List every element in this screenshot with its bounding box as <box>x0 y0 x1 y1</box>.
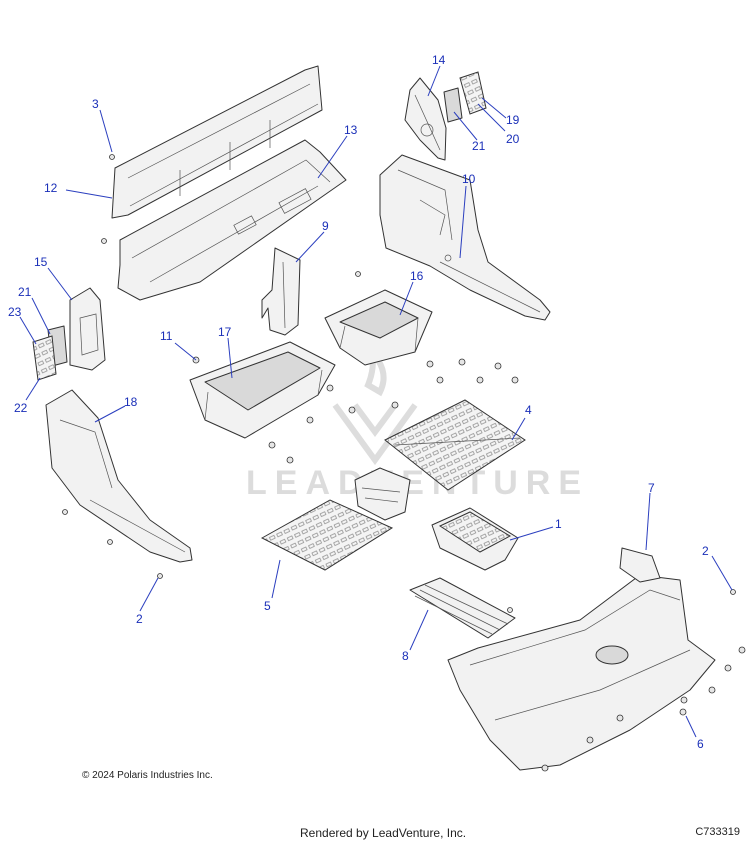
callout-14: 14 <box>432 53 446 67</box>
callout-13: 13 <box>344 123 358 137</box>
part-10-right-side-panel <box>379 154 551 321</box>
part-12-rear-wall-panel <box>111 65 323 219</box>
callout-3: 3 <box>92 97 99 111</box>
part-18-left-side-panel <box>45 389 193 563</box>
part-23-vent-grille-left <box>32 335 57 381</box>
part-14-side-trim-right <box>404 77 447 161</box>
callout-21-left: 21 <box>18 285 32 299</box>
part-5-floor-mat-left <box>260 499 394 571</box>
callout-4: 4 <box>525 403 532 417</box>
callout-19: 19 <box>506 113 520 127</box>
rendered-by-text: Rendered by LeadVenture, Inc. <box>300 826 467 840</box>
part-13-tray-panel <box>117 139 347 301</box>
part-8-support-rails <box>409 577 516 639</box>
callout-6: 6 <box>697 737 704 751</box>
callout-8: 8 <box>402 649 409 663</box>
callout-labels: 1 2 2 3 4 5 6 7 8 9 10 11 12 13 14 15 16… <box>8 53 709 751</box>
callout-21-right: 21 <box>472 139 486 153</box>
callout-20: 20 <box>506 132 520 146</box>
callout-10: 10 <box>462 172 476 186</box>
copyright-text: © 2024 Polaris Industries Inc. <box>82 770 213 781</box>
callout-15: 15 <box>34 255 48 269</box>
part-7-rear-floor-tub <box>447 547 716 771</box>
diagram-code: C733319 <box>695 826 740 838</box>
callout-18: 18 <box>124 395 138 409</box>
callout-1: 1 <box>555 517 562 531</box>
part-17-storage-tub <box>189 341 336 439</box>
callout-16: 16 <box>410 269 424 283</box>
fasteners <box>62 154 746 772</box>
part-4-floor-mat-right <box>384 399 526 491</box>
callout-7: 7 <box>648 481 655 495</box>
watermark-text: LEADVENTURE <box>246 464 589 502</box>
callout-17: 17 <box>218 325 232 339</box>
part-1-tunnel-cover <box>431 507 519 571</box>
part-9-bracket <box>261 247 301 336</box>
part-16-storage-bin <box>324 289 433 366</box>
callout-12: 12 <box>44 181 58 195</box>
part-19-vent-grille-right <box>459 71 487 115</box>
callout-5: 5 <box>264 599 271 613</box>
part-21-filter-pad-right <box>443 87 463 123</box>
callout-9: 9 <box>322 219 329 233</box>
leader-lines <box>19 65 733 738</box>
watermark: LEADVENTURE <box>246 342 589 502</box>
callout-11: 11 <box>160 329 173 343</box>
center-floor-section <box>354 467 411 521</box>
part-15-side-trim-left <box>69 287 106 371</box>
callout-2-right: 2 <box>702 544 709 558</box>
callout-22: 22 <box>14 401 28 415</box>
callout-23: 23 <box>8 305 22 319</box>
callout-2-left: 2 <box>136 612 143 626</box>
